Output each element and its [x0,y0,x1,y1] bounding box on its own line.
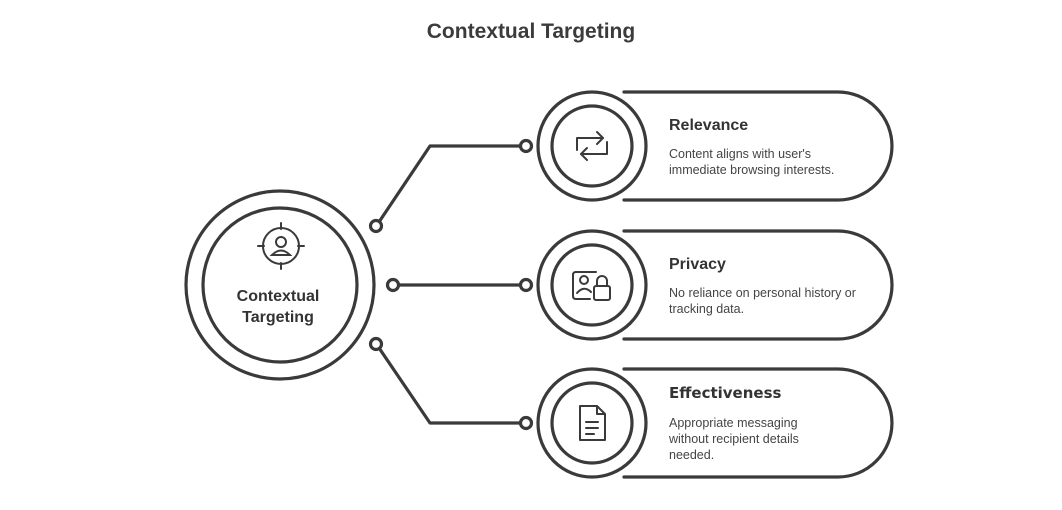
connector-dot [518,415,534,431]
connector-dot [368,336,384,352]
card-desc-privacy: No reliance on personal history or track… [669,286,856,316]
card-effectiveness [622,367,894,479]
connector-effectiveness [375,343,526,425]
card-desc-relevance: Content aligns with user's immediate bro… [669,147,835,177]
center-label: Contextual Targeting [236,288,320,326]
diagram-title: Contextual Targeting [426,20,636,43]
card-effectiveness-inner-ring [550,381,634,465]
card-privacy-inner-ring [550,243,634,327]
card-privacy-outer-ring [536,229,648,341]
connector-dot [518,277,534,293]
card-title-privacy: Privacy [669,256,726,273]
card-title-relevance: Relevance [669,117,749,134]
card-desc-effectiveness: Appropriate messaging without recipient … [669,416,799,462]
document-icon [579,405,606,441]
user-lock-icon [572,271,611,301]
connector-relevance [375,144,526,227]
card-relevance-inner-ring [550,104,634,188]
card-relevance-outer-ring [536,90,648,202]
connector-dot [518,138,534,154]
center-outer-ring [184,189,376,381]
card-privacy [622,229,894,341]
connector-dot [368,218,384,234]
person-target-icon [257,222,305,270]
card-relevance [622,90,894,202]
refresh-icon [576,131,608,161]
center-inner-ring [201,206,359,364]
card-title-effectiveness: Effectiveness [669,384,782,402]
connector-dot [385,277,401,293]
